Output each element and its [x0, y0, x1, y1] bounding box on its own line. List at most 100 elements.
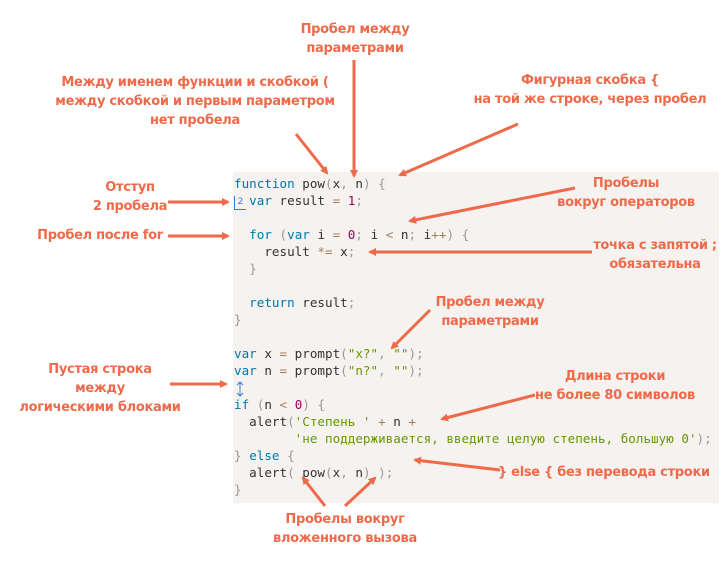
code-token: 1	[347, 193, 356, 208]
code-line: }	[234, 481, 712, 498]
code-token: )	[446, 227, 455, 242]
arrow-line-length	[440, 393, 536, 422]
code-token: x	[256, 346, 280, 361]
code-block-background	[233, 172, 719, 503]
code-token: for	[249, 227, 272, 242]
code-token: )	[408, 346, 417, 361]
code-token: +	[378, 414, 386, 429]
code-line: for (var i = 0; i < n; i++) {	[234, 226, 712, 243]
code-token: ;	[416, 346, 424, 361]
code-token: (	[340, 346, 348, 361]
arrow-params-space-mid	[390, 308, 432, 350]
code-token: pow	[294, 465, 326, 480]
note-line: между скобкой и первым параметром	[55, 94, 335, 109]
code-line: var x = prompt("x?", "");	[234, 345, 712, 362]
note-else-same-line: } else { без перевода строки	[498, 463, 710, 482]
code-token: ;	[347, 295, 356, 310]
note-line: Пробел между	[435, 295, 545, 310]
arrow-else-same-line	[413, 456, 501, 472]
code-token: )	[302, 397, 310, 412]
arrow-nested-call-right	[343, 476, 377, 508]
note-operators-spaces: Пробелы вокруг операторов	[556, 174, 696, 212]
code-token: var	[287, 227, 310, 242]
note-line: Пустая строка	[48, 362, 152, 377]
arrow-no-space-paren	[294, 133, 329, 175]
code-token: x	[332, 176, 341, 191]
code-token: prompt	[287, 363, 341, 378]
code-line: }	[234, 311, 712, 328]
code-token: ""	[393, 363, 409, 378]
note-line: Длина строки	[564, 369, 666, 384]
code-token: "x?"	[347, 346, 379, 361]
code-token: 0	[294, 397, 303, 412]
code-token: result	[294, 295, 348, 310]
code-token: i	[309, 227, 333, 242]
note-line: не более 80 символов	[535, 388, 695, 403]
code-token: ;	[347, 244, 356, 259]
code-line: function pow(x, n) {	[234, 175, 712, 192]
note-line: на той же строке, через пробел	[473, 92, 707, 107]
code-token: ;	[408, 227, 417, 242]
note-space-after-for: Пробел после for	[30, 226, 170, 245]
code-line: }	[234, 260, 712, 277]
code-token: pow	[294, 176, 326, 191]
code-token: =	[279, 346, 288, 361]
code-token: {	[317, 397, 326, 412]
code-token: ;	[355, 193, 363, 208]
code-token: 'Степень '	[294, 414, 371, 429]
code-line: } else {	[234, 447, 712, 464]
code-token: x	[332, 244, 348, 259]
arrow-operators-spaces	[408, 186, 576, 224]
code-token: }	[234, 448, 242, 463]
code-token: n	[393, 227, 409, 242]
code-token: )	[696, 431, 705, 446]
code-token: ++	[431, 227, 447, 242]
code-token: ,	[378, 346, 386, 361]
note-line: точка с запятой ;	[593, 238, 717, 253]
note-line: 2 пробела	[92, 199, 168, 214]
code-token: )	[378, 465, 386, 480]
code-token: (	[287, 465, 295, 480]
code-line: return result;	[234, 294, 712, 311]
code-token: ;	[385, 465, 394, 480]
code-token: }	[249, 261, 257, 276]
note-line: параметрами	[306, 41, 404, 56]
arrow-nested-call-left	[301, 476, 327, 507]
code-token: return	[249, 295, 295, 310]
code-token: n	[264, 397, 280, 412]
note-line: Пробелы вокруг	[285, 512, 405, 527]
blank-line-marker-icon	[236, 381, 244, 397]
code-token: result	[234, 244, 318, 259]
code-line: if (n < 0) {	[234, 396, 712, 413]
code-token: ;	[416, 363, 424, 378]
code-token: i	[362, 227, 386, 242]
code-token: var	[234, 363, 257, 378]
code-line: alert('Степень ' + n +	[234, 413, 712, 430]
code-token: "n?"	[347, 363, 379, 378]
code-token: n	[385, 414, 409, 429]
arrow-brace-same-line	[398, 122, 519, 177]
note-line: Отступ	[105, 180, 155, 195]
code-token: )	[408, 363, 417, 378]
note-line: вокруг операторов	[557, 195, 695, 210]
code-token: =	[279, 363, 288, 378]
code-token: n	[347, 176, 363, 191]
code-token: }	[234, 312, 242, 327]
code-token: ;	[704, 431, 712, 446]
note-blank-line: Пустая строка между логическими блоками	[10, 360, 190, 417]
note-semicolon: точка с запятой ; обязательна	[588, 236, 722, 274]
note-line: нет пробела	[150, 113, 240, 128]
note-line: } else { без перевода строки	[498, 465, 710, 480]
code-token: if	[234, 397, 250, 412]
note-line: обязательна	[609, 257, 701, 272]
code-token: n	[256, 363, 280, 378]
note-indent: Отступ 2 пробела	[85, 178, 175, 216]
code-token: )	[362, 176, 371, 191]
note-params-space-top: Пробел между параметрами	[300, 20, 410, 58]
code-line: var n = prompt("n?", "");	[234, 362, 712, 379]
code-token: i	[416, 227, 432, 242]
code-listing: function pow(x, n) { var result = 1; for…	[234, 175, 712, 498]
code-token: prompt	[287, 346, 341, 361]
code-line: 'не поддерживается, введите целую степен…	[234, 430, 712, 447]
